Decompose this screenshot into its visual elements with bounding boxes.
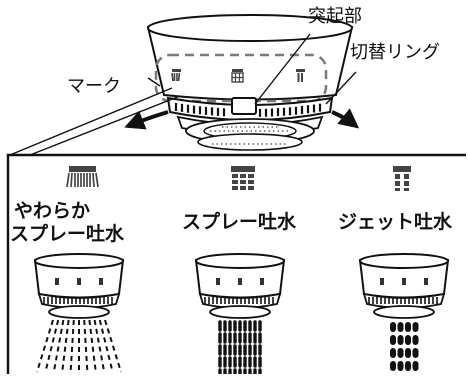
jet-water [390,322,419,371]
body-mark-soft-icon [171,69,181,82]
mark-label: マーク [67,76,121,97]
rotate-left-arrow [124,110,169,130]
detail-frame [6,153,466,374]
spray-icon [231,166,255,190]
switch-ring-ridges [174,103,322,117]
rotate-right-arrow [331,108,360,129]
soft-water [36,319,122,373]
soft-spray-icon [66,166,99,188]
soft-spray-title-line1: やわらか [14,200,91,222]
protrusion[interactable] [231,97,257,115]
mode-examples [33,253,450,378]
spray-water [218,320,262,378]
jet-icon [393,166,411,191]
spray-title: スプレー吐水 [182,211,297,233]
protrusion-leader [254,33,311,105]
switch-ring-label: 切替リング [350,42,440,63]
soft-spray-title-line2: スプレー吐水 [10,223,125,245]
spray-head-example [194,253,286,319]
protrusion-label: 突起部 [308,6,362,27]
jet-head-example [358,253,450,319]
zoom-line-right [29,95,181,156]
body-mark-spray-icon [231,69,244,83]
zoom-line-left [9,87,173,156]
jet-title: ジェット吐水 [338,211,453,233]
mark-leader [147,77,161,87]
callout-lines [9,33,357,156]
body-mark-jet-icon [296,69,305,82]
shower-head-top [124,14,360,151]
soft-head-example [33,253,125,319]
ring-leader [325,71,357,105]
